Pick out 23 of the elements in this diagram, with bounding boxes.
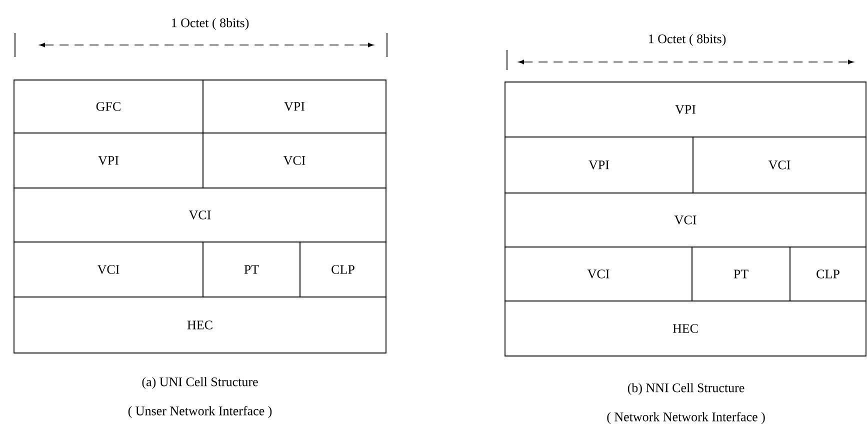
caption: ( Unser Network Interface ) [128,406,272,418]
table-cell: VCI [504,192,866,248]
caption: (b) NNI Cell Structure [628,383,744,395]
table-cell: VCI [14,188,386,242]
table-cell: VPI [202,80,386,134]
table-cell: VCI [14,242,204,298]
table-cell: CLP [300,242,386,298]
table-cell: GFC [14,80,204,134]
table-cell: PT [692,246,790,302]
caption: (a) UNI Cell Structure [142,377,258,389]
table-cell: VCI [504,246,692,302]
table-cell: HEC [14,296,386,354]
table-cell: VCI [692,136,866,194]
dimension-label: 1 Octet ( 8bits) [172,18,249,30]
table-cell: CLP [790,246,866,302]
table-cell: VCI [202,132,386,188]
table-cell: VPI [504,82,866,138]
caption: ( Network Network Interface ) [607,412,765,424]
table-cell: VPI [504,136,694,194]
table-cell: PT [202,242,300,298]
table-cell: HEC [504,300,866,356]
table-cell: VPI [14,132,204,188]
dimension-label: 1 Octet ( 8bits) [648,34,726,46]
